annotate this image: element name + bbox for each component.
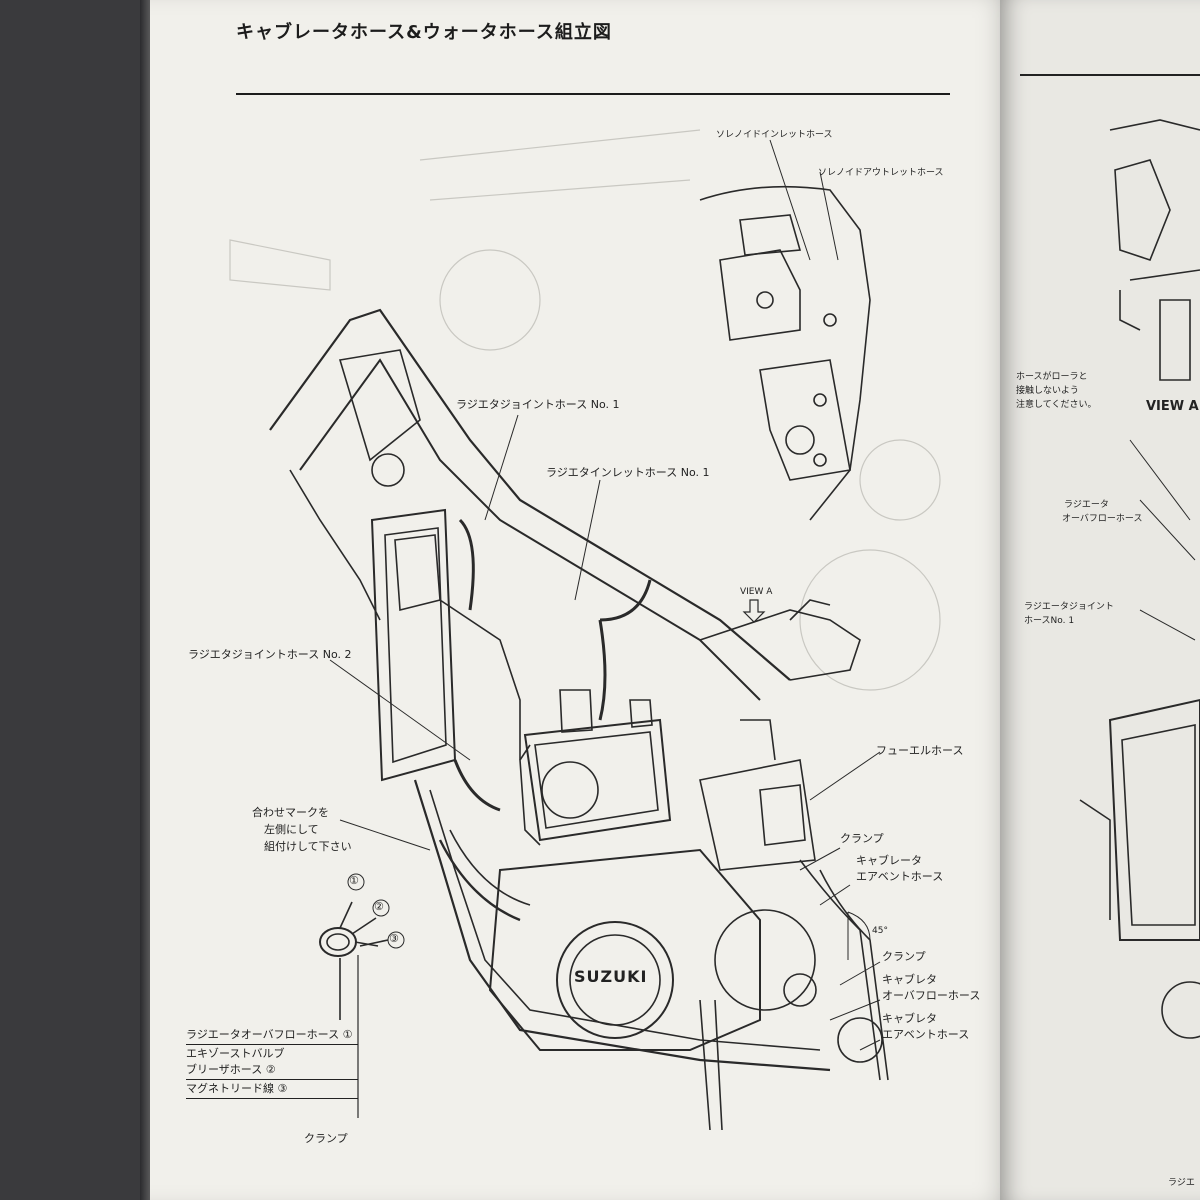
right-label-radiator-overflow-line-1: ラジエータ [1064,500,1109,510]
parts-legend: ラジエータオーバフローホース ① エキゾーストバルブ ブリーザホース ② マグネ… [186,1026,358,1099]
label-radiator-joint-hose-1: ラジエタジョイントホース No. 1 [456,398,620,411]
label-radiator-joint-hose-2: ラジエタジョイントホース No. 2 [188,648,352,661]
label-clamp-bottom: クランプ [304,1132,348,1145]
label-align-mark-line-2: 左側にして [264,823,319,836]
title-underline [236,93,950,95]
label-clamp-upper: クランプ [840,832,884,845]
label-radiator-inlet-hose-1: ラジエタインレットホース No. 1 [546,466,710,479]
right-label-radiator-joint-line-1: ラジエータジョイント [1024,602,1114,612]
label-fuel-hose: フューエルホース [876,744,964,757]
right-view-a-title: VIEW A [1146,399,1199,414]
label-align-mark-line-3: 組付けして下さい [264,840,352,853]
engine-brand-text: SUZUKI [574,967,648,986]
right-label-radiator-joint-line-2: ホースNo. 1 [1024,616,1075,626]
label-carb-vent-lower-line-2: エアベントホース [882,1028,970,1041]
legend-item: ラジエータオーバフローホース ① [186,1026,358,1045]
callout-number-3: ③ [389,932,399,945]
callout-number-2: ② [374,900,384,913]
label-view-a: VIEW A [740,587,773,597]
legend-item: マグネトリード線 ③ [186,1080,358,1099]
left-page [150,0,1012,1200]
page-title: キャブレータホース&ウォータホース組立図 [236,22,612,43]
label-carb-air-vent-line-2: エアベントホース [856,870,944,883]
label-angle-45: 45° [872,926,888,936]
legend-item: ブリーザホース ② [186,1061,358,1080]
legend-item: エキゾーストバルブ [186,1047,285,1060]
label-carb-overflow-line-2: オーバフローホース [882,989,981,1002]
label-solenoid-outlet: ソレノイドアウトレットホース [818,168,944,178]
label-carb-overflow-line-1: キャブレタ [882,973,937,986]
label-carb-air-vent-line-1: キャブレータ [856,854,922,867]
label-carb-vent-lower-line-1: キャブレタ [882,1012,937,1025]
label-solenoid-inlet: ソレノイドインレットホース [716,130,833,140]
callout-number-1: ① [349,874,359,887]
right-note-line-3: 注意してください。 [1016,400,1097,410]
right-note-line-2: 接触しないよう [1016,386,1079,396]
label-align-mark-line-1: 合わせマークを [252,806,329,819]
right-page-rule [1020,74,1200,76]
right-label-radiator-overflow-line-2: オーバフローホース [1062,514,1143,524]
right-note-line-1: ホースがローラと [1016,372,1088,382]
right-label-bottom-cutoff: ラジエ [1168,1178,1195,1188]
label-clamp-middle: クランプ [882,950,926,963]
